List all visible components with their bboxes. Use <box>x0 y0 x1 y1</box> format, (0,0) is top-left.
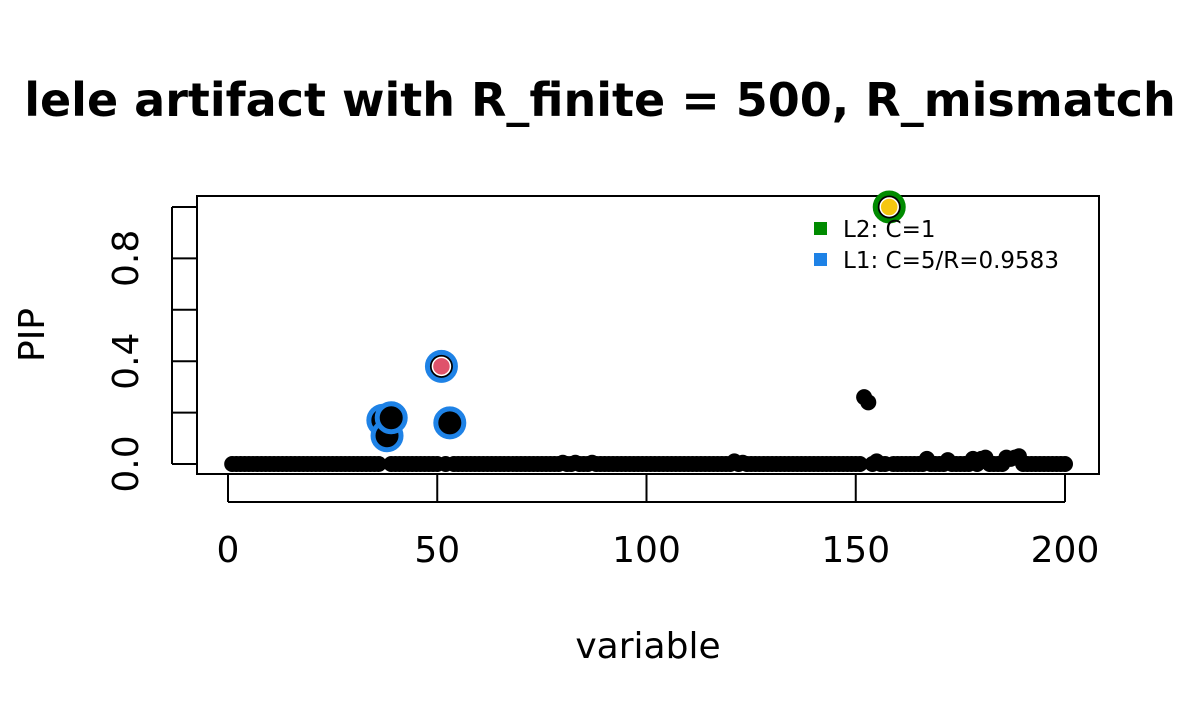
credible-set-point <box>374 401 408 435</box>
y-axis: 0.0 0.4 0.8 <box>106 206 196 493</box>
credible-set-point <box>433 406 467 440</box>
x-axis-label: variable <box>575 626 720 667</box>
data-point <box>851 456 868 472</box>
x-tick-label: 100 <box>612 530 681 571</box>
highlight-point <box>879 197 899 217</box>
legend-swatch <box>814 253 827 266</box>
credible-set-rings <box>366 190 906 453</box>
y-tick-label: 0.4 <box>106 333 147 390</box>
x-tick-label: 150 <box>821 530 890 571</box>
legend-label: L2: C=1 <box>843 217 935 243</box>
legend-label: L1: C=5/R=0.9583 <box>843 248 1059 274</box>
legend: L2: C=1L1: C=5/R=0.9583 <box>814 217 1059 274</box>
legend-swatch <box>814 222 827 235</box>
x-axis: 0 50 100 150 200 <box>217 475 1100 571</box>
data-point <box>370 456 387 472</box>
data-point <box>1057 456 1073 472</box>
background-points <box>224 389 1073 472</box>
y-tick-label: 0.8 <box>106 230 147 287</box>
plot-frame <box>196 195 1100 475</box>
y-axis-label: PIP <box>12 308 53 362</box>
highlight-point <box>431 356 452 377</box>
highlight-points <box>431 197 899 377</box>
x-tick-label: 50 <box>414 530 460 571</box>
data-point <box>860 394 877 411</box>
x-tick-label: 200 <box>1031 530 1100 571</box>
x-tick-label: 0 <box>217 530 240 571</box>
y-tick-label: 0.0 <box>106 435 147 492</box>
chart-title: lele artifact with R_finite = 500, R_mis… <box>24 73 1176 127</box>
